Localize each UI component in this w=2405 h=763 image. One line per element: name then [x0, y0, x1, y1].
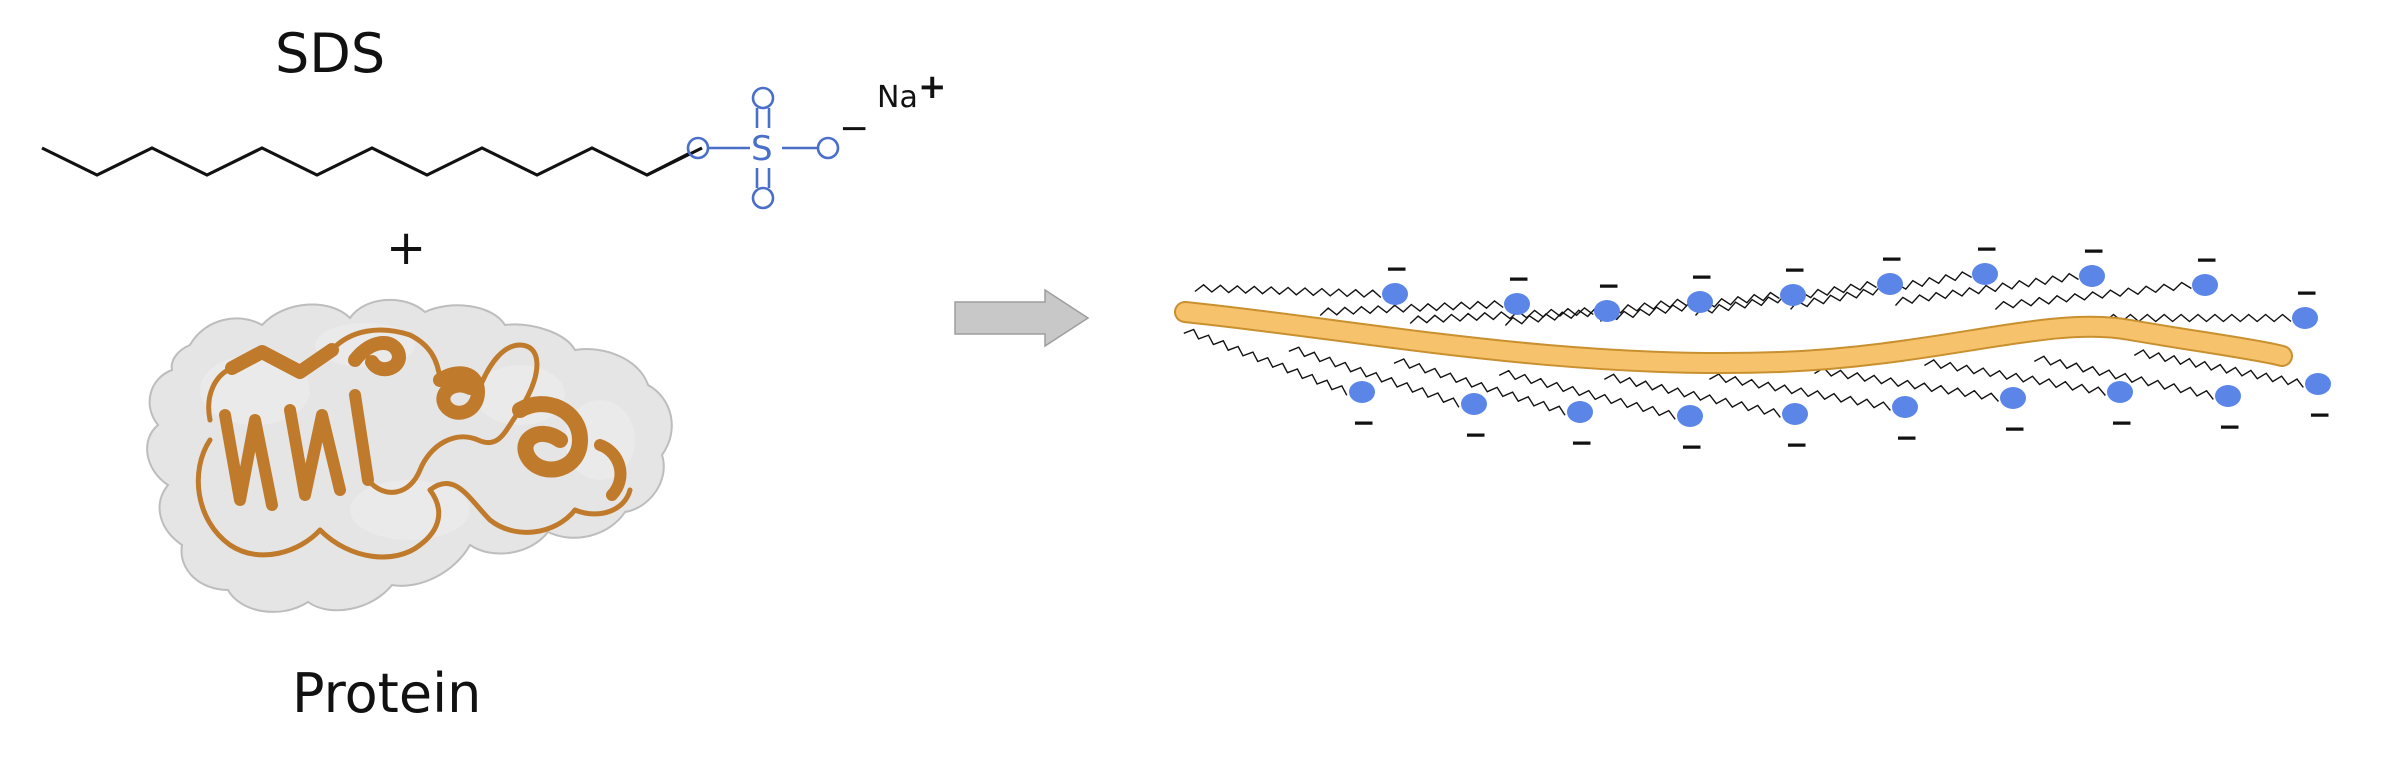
head-charge-label: − — [2195, 243, 2218, 276]
anionic-head-groups: − − − − − − − − − − − − − − − − − − − − — [1349, 232, 2331, 463]
anionic-head-icon — [1892, 396, 1918, 418]
sds-tail-l7 — [1924, 358, 2106, 396]
ester-oxygen-atom — [686, 136, 710, 160]
anionic-head-icon — [1972, 263, 1998, 285]
sodium-ion-label: Na — [877, 80, 918, 115]
sds-tail-l4 — [1603, 373, 1781, 418]
sulfate-charge: − — [839, 108, 869, 149]
anionic-head-icon — [1687, 291, 1713, 313]
oxo-oxygen-top — [751, 86, 775, 110]
head-charge-label: − — [1352, 406, 1375, 439]
sds-tail-u2 — [1409, 306, 1594, 325]
anionic-head-icon — [2305, 373, 2331, 395]
sulfur-atom: S — [751, 129, 773, 169]
head-charge-label: − — [1783, 253, 1806, 286]
sds-tail-u0 — [1194, 283, 1382, 299]
protein-ribbon — [195, 327, 633, 560]
anionic-head-icon — [1594, 300, 1620, 322]
anionic-head-icon — [1382, 283, 1408, 305]
sds-tail-u7 — [1894, 272, 2079, 306]
anionic-head-icon — [2107, 381, 2133, 403]
protein-label: Protein — [292, 662, 481, 725]
folded-protein: Protein — [146, 299, 673, 725]
head-charge-label: − — [2110, 406, 2133, 439]
sds-tail-l9 — [2133, 349, 2304, 388]
sds-tail-l2 — [1393, 358, 1566, 416]
sulfate-group: S − — [686, 86, 869, 210]
sds-tail-u1 — [1319, 299, 1504, 317]
head-charge-label: − — [1975, 232, 1998, 265]
head-charge-label: − — [2218, 410, 2241, 443]
anionic-head-icon — [1877, 273, 1903, 295]
anionic-head-icon — [2000, 387, 2026, 409]
head-charge-label: − — [1385, 252, 1408, 285]
sds-label: SDS — [275, 22, 385, 85]
head-charge-label: − — [1880, 242, 1903, 275]
sds-tail-u8 — [1994, 281, 2192, 311]
anionic-head-icon — [2079, 265, 2105, 287]
oxo-oxygen-bottom — [751, 186, 775, 210]
anionic-oxygen-atom — [816, 136, 840, 160]
sds-tail-u9 — [2104, 313, 2292, 323]
head-charge-label: − — [2082, 234, 2105, 267]
sds-tail-l1 — [1288, 346, 1460, 408]
head-charge-label: − — [1570, 426, 1593, 459]
sds-tail-l3 — [1498, 369, 1676, 420]
plus-sign: + — [386, 220, 426, 276]
unfolded-polypeptide-chain-fill — [1176, 303, 2291, 373]
sds-protein-complex: − − − − − − − − − − − − − − − − − − − − — [1174, 232, 2331, 463]
anionic-head-icon — [2215, 385, 2241, 407]
anionic-head-icon — [2292, 307, 2318, 329]
process-arrow-icon — [954, 288, 1090, 348]
bound-sds-molecules — [1183, 271, 2304, 420]
head-charge-label: − — [1680, 430, 1703, 463]
sds-tail-l5 — [1709, 373, 1891, 411]
anionic-head-icon — [1780, 284, 1806, 306]
anionic-head-icon — [1782, 403, 1808, 425]
head-charge-label: − — [2308, 398, 2331, 431]
anionic-head-icon — [1349, 381, 1375, 403]
anionic-head-icon — [1461, 393, 1487, 415]
head-charge-label: − — [1507, 262, 1530, 295]
head-charge-label: − — [1464, 418, 1487, 451]
head-charge-label: − — [1785, 428, 1808, 461]
sds-tail-l6 — [1814, 366, 2000, 402]
head-charge-label: − — [1895, 421, 1918, 454]
anionic-head-icon — [1504, 293, 1530, 315]
anionic-head-icon — [1677, 405, 1703, 427]
sodium-ion-charge: + — [918, 67, 947, 107]
head-charge-label: − — [2003, 412, 2026, 445]
anionic-head-icon — [2192, 274, 2218, 296]
sds-molecule: SDS S − Na + — [41, 22, 947, 210]
head-charge-label: − — [2295, 276, 2318, 309]
tail-to-oxygen-bond — [646, 151, 691, 177]
sds-tail-l0 — [1183, 328, 1348, 396]
head-charge-label: − — [1690, 260, 1713, 293]
anionic-head-icon — [1567, 401, 1593, 423]
head-charge-label: − — [1597, 269, 1620, 302]
sds-tail-l8 — [2033, 355, 2214, 400]
sds-hydrocarbon-tail — [41, 146, 703, 177]
